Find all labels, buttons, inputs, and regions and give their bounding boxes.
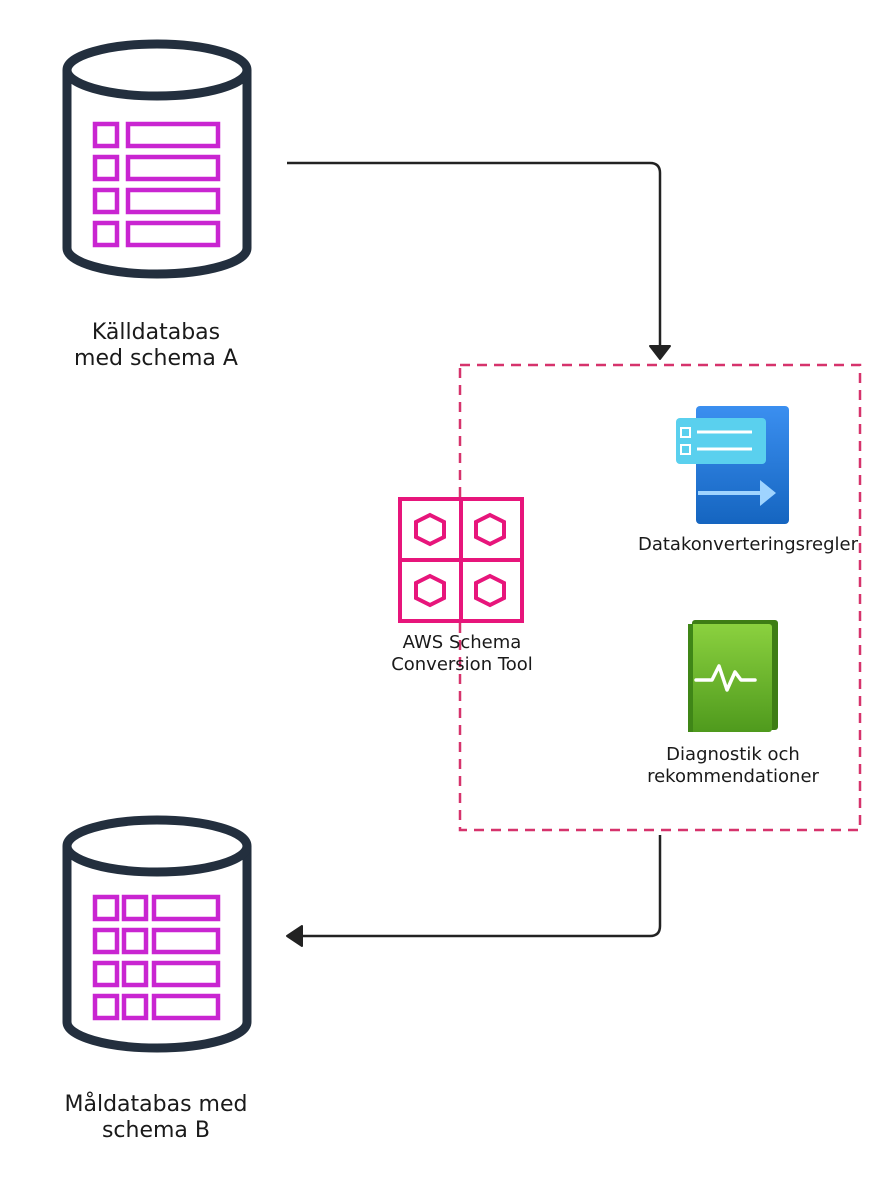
source-table-grid-icon xyxy=(92,121,221,248)
sct-label-line1: AWS Schema xyxy=(402,632,522,653)
conversion-rules-label: Datakonverteringsregler xyxy=(612,534,884,556)
schema-conversion-tool-icon xyxy=(398,497,524,623)
diagnostics-label-line1: Diagnostik och xyxy=(666,744,800,765)
target-database-label-line1: Måldatabas med xyxy=(64,1092,248,1117)
target-database-label-line2: schema B xyxy=(101,1118,211,1144)
source-database-label-line1: Källdatabas xyxy=(91,320,221,345)
sct-label-line2: Conversion Tool xyxy=(391,653,533,675)
arrow-sct-to-target xyxy=(286,835,662,947)
diagnostics-book-icon xyxy=(688,620,778,732)
target-database-icon xyxy=(62,815,252,1053)
conversion-rules-label-text: Datakonverteringsregler xyxy=(637,534,859,555)
conversion-rules-icon xyxy=(676,406,789,524)
sct-label: AWS Schema Conversion Tool xyxy=(362,632,562,675)
source-database-icon xyxy=(62,39,252,279)
source-database-label: Källdatabas med schema A xyxy=(56,320,256,373)
target-database-label: Måldatabas med schema B xyxy=(36,1092,276,1145)
target-table-grid-icon xyxy=(92,894,221,1021)
diagnostics-label: Diagnostik och rekommendationer xyxy=(612,744,854,787)
diagnostics-label-line2: rekommendationer xyxy=(647,765,819,787)
arrow-source-to-sct xyxy=(287,161,671,360)
source-database-label-line2: med schema A xyxy=(74,346,238,372)
